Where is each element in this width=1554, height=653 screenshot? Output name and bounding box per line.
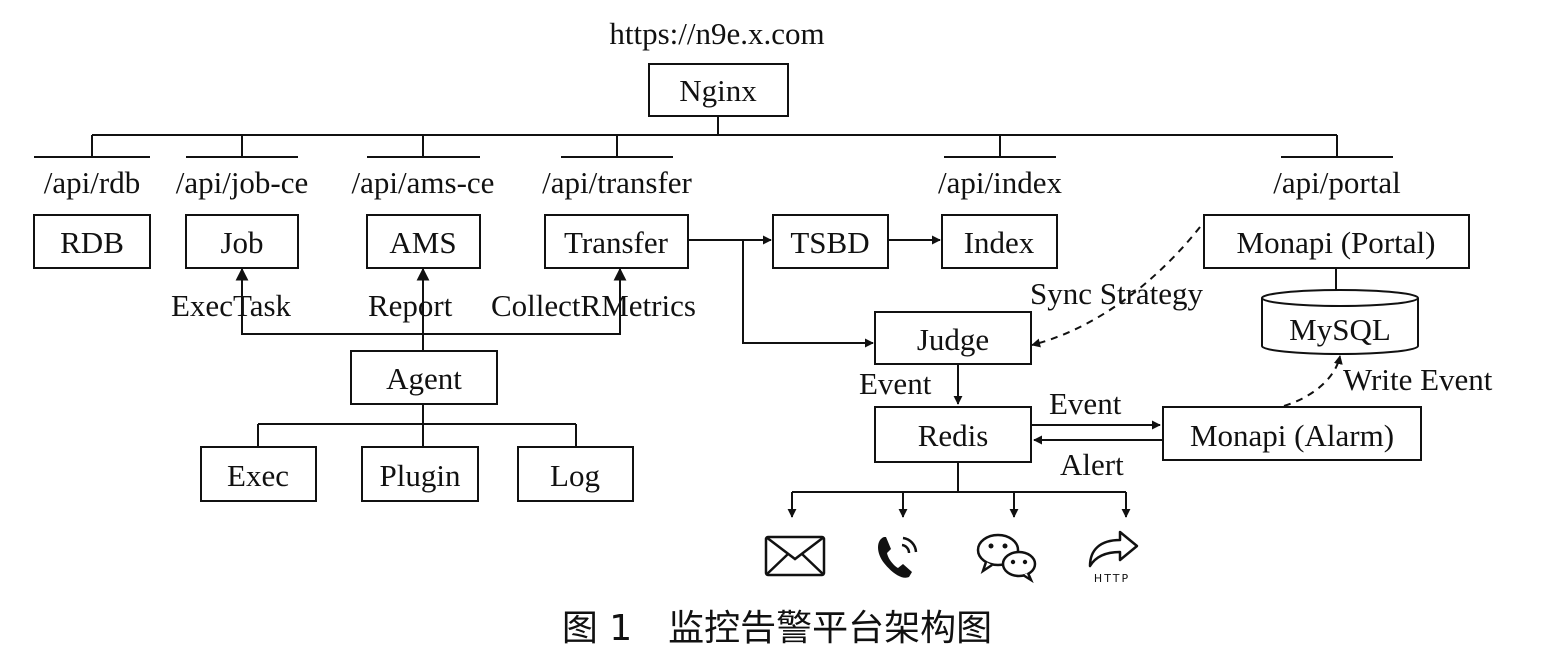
nginx-node: Nginx bbox=[648, 63, 789, 117]
transfer-label: Transfer bbox=[564, 225, 669, 260]
agent-children-bus bbox=[257, 404, 577, 447]
monapi-alarm-label: Monapi (Alarm) bbox=[1190, 418, 1394, 453]
redis-node: Redis bbox=[874, 406, 1032, 463]
route-portal: /api/portal bbox=[1273, 165, 1400, 200]
judge-label: Judge bbox=[917, 322, 989, 357]
monapi-portal-node: Monapi (Portal) bbox=[1203, 214, 1470, 269]
route-ams: /api/ams-ce bbox=[352, 165, 495, 200]
event-judge-label: Event bbox=[859, 366, 932, 401]
route-index: /api/index bbox=[938, 165, 1062, 200]
exec-task-label: ExecTask bbox=[171, 288, 292, 323]
ams-node: AMS bbox=[366, 214, 481, 269]
index-node: Index bbox=[941, 214, 1058, 269]
agent-node: Agent bbox=[350, 350, 498, 405]
judge-node: Judge bbox=[874, 311, 1032, 365]
tsbd-node: TSBD bbox=[772, 214, 889, 269]
nginx-label: Nginx bbox=[679, 73, 757, 108]
plugin-label: Plugin bbox=[380, 458, 461, 493]
transfer-to-judge-arrow bbox=[742, 240, 874, 348]
tsbd-label: TSBD bbox=[790, 225, 869, 260]
write-event-arrow bbox=[1283, 355, 1343, 407]
alert-label: Alert bbox=[1060, 447, 1124, 482]
plugin-node: Plugin bbox=[361, 446, 479, 502]
log-label: Log bbox=[550, 458, 600, 493]
monapi-alarm-node: Monapi (Alarm) bbox=[1162, 406, 1422, 461]
mail-icon bbox=[764, 535, 826, 577]
sync-strategy-arrow bbox=[1031, 226, 1201, 348]
collect-metrics-label: CollectRMetrics bbox=[491, 288, 696, 323]
exec-node: Exec bbox=[200, 446, 317, 502]
write-event-label: Write Event bbox=[1343, 362, 1493, 397]
agent-exec-task-arrow bbox=[235, 267, 423, 335]
http-icon-text: HTTP bbox=[1094, 572, 1130, 585]
url-label: https://n9e.x.com bbox=[609, 16, 824, 51]
redis-channels-bus bbox=[792, 462, 1126, 493]
figure-caption: 图 1 监控告警平台架构图 bbox=[562, 608, 992, 649]
route-transfer: /api/transfer bbox=[542, 165, 692, 200]
mysql-label: MySQL bbox=[1289, 312, 1391, 347]
http-icon: HTTP bbox=[1088, 530, 1139, 585]
route-job: /api/job-ce bbox=[176, 165, 309, 200]
agent-collect-arrow bbox=[423, 267, 627, 335]
log-node: Log bbox=[517, 446, 634, 502]
exec-label: Exec bbox=[227, 458, 289, 493]
monapi-portal-label: Monapi (Portal) bbox=[1237, 225, 1436, 260]
route-rdb: /api/rdb bbox=[44, 165, 140, 200]
redis-label: Redis bbox=[918, 418, 989, 453]
ams-label: AMS bbox=[389, 225, 456, 260]
event-redis-label: Event bbox=[1049, 386, 1122, 421]
rdb-node: RDB bbox=[33, 214, 151, 269]
agent-label: Agent bbox=[386, 361, 462, 396]
mysql-node: MySQL bbox=[1261, 289, 1419, 355]
index-label: Index bbox=[964, 225, 1035, 260]
rdb-label: RDB bbox=[60, 225, 124, 260]
job-node: Job bbox=[185, 214, 299, 269]
nginx-bus bbox=[91, 116, 1338, 156]
sync-strategy-label: Sync Strategy bbox=[1030, 276, 1204, 311]
transfer-node: Transfer bbox=[544, 214, 689, 269]
phone-icon bbox=[878, 536, 918, 578]
wechat-icon bbox=[976, 533, 1037, 584]
report-label: Report bbox=[368, 288, 453, 323]
job-label: Job bbox=[220, 225, 263, 260]
